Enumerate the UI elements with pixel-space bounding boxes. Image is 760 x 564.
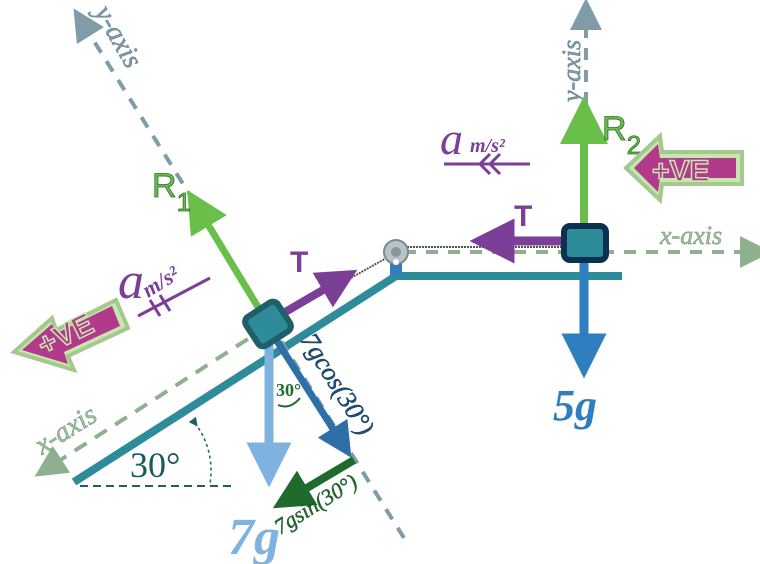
tension-incline-label: T: [290, 246, 308, 279]
incline-angle-label: 30°: [130, 445, 180, 485]
reaction-r1-arrow: [187, 190, 270, 324]
incline-y-axis: [73, 8, 406, 540]
table-acceleration: a m/s²: [440, 113, 530, 176]
incline-accel-arrow: [137, 276, 211, 318]
tension-table-label: T: [514, 200, 532, 233]
small-angle-label: 30°: [276, 380, 301, 400]
incline-surface: [71, 272, 399, 486]
angle-arc: [188, 416, 212, 485]
incline-accel-symbol: a: [118, 253, 144, 310]
reaction-r2-label: R2: [602, 110, 641, 160]
incline-x-axis-label: x-axis: [28, 399, 102, 461]
incline-acceleration: a m/s²: [118, 253, 211, 318]
reaction-r1-label: R1: [152, 167, 191, 217]
incline-y-axis-label: y-axis: [86, 0, 148, 73]
pulley: [383, 239, 409, 276]
sin-component-arrow: [272, 456, 357, 509]
incline-block: [242, 298, 294, 350]
weight-7g-label: 7g: [228, 509, 280, 564]
table-accel-unit: m/s²: [470, 135, 506, 157]
incline-positive-direction: +VE: [10, 297, 131, 374]
incline-x-axis: [34, 324, 270, 477]
small-angle-arc: [277, 397, 301, 408]
cos-component-arrow: [267, 328, 352, 458]
table-accel-symbol: a: [440, 113, 463, 164]
table-y-axis-label: y-axis: [557, 40, 586, 105]
table-ve-label: +VE: [652, 155, 710, 188]
table-block: [561, 223, 609, 263]
weight-5g-label: 5g: [553, 381, 597, 430]
table-positive-direction: +VE: [623, 131, 744, 205]
table-accel-arrow: [444, 152, 530, 176]
table-x-axis-label: x-axis: [659, 221, 722, 250]
